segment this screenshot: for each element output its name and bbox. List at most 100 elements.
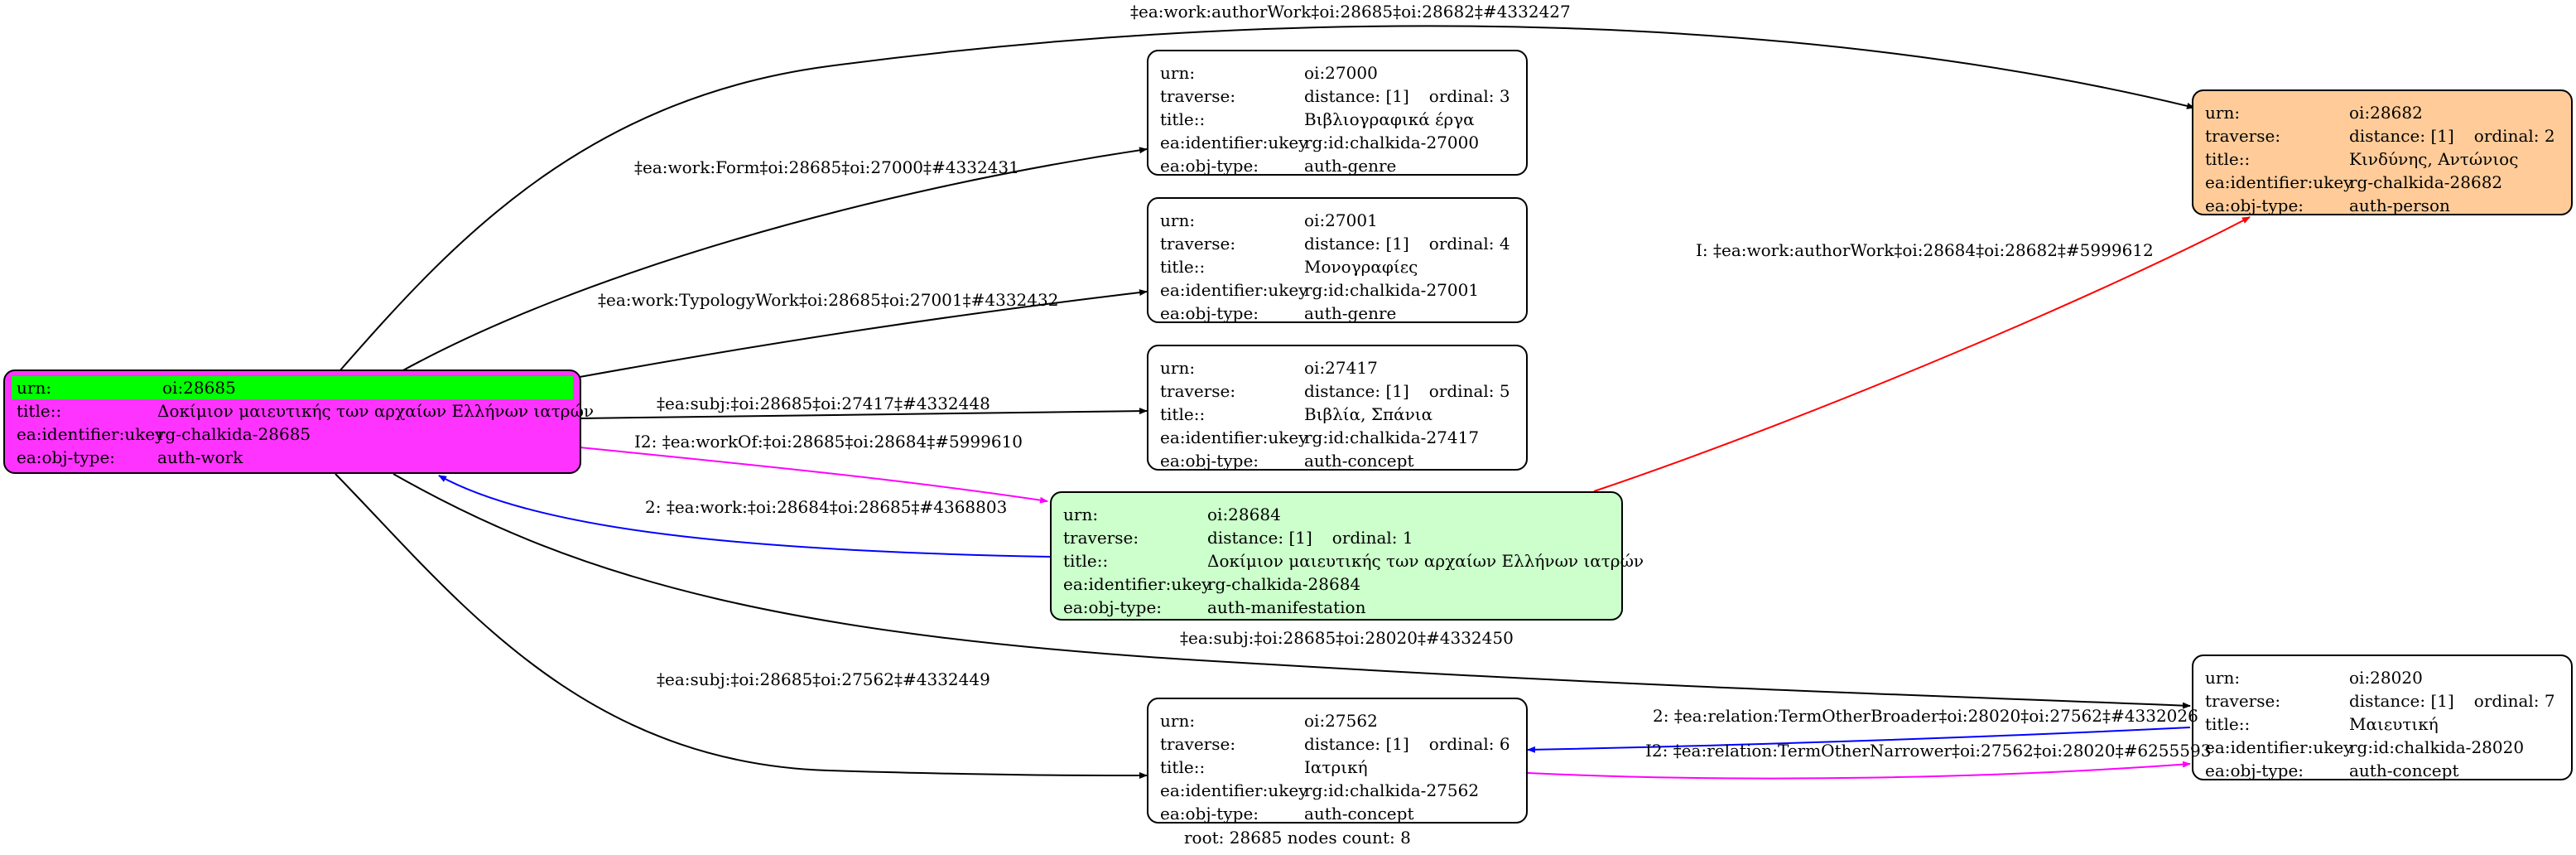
node-row-urn: urn: oi:27001	[1160, 209, 1514, 232]
row-value: distance: [1]	[1304, 734, 1409, 754]
edge-broader	[1527, 727, 2191, 753]
edge-label-subj-27562: ‡ea:subj:‡oi:28685‡oi:27562‡#4332449	[657, 669, 990, 689]
row-value: distance: [1]	[2349, 126, 2454, 146]
row-value: oi:28682	[2349, 103, 2423, 123]
row-key: ea:obj-type:	[2205, 761, 2304, 780]
row-key: traverse:	[1160, 381, 1236, 401]
row-key: ea:obj-type:	[17, 447, 116, 467]
row-key: ea:identifier:ukey	[2205, 172, 2353, 192]
edge-author-work	[339, 25, 2195, 372]
node-row-title: title::Βιβλιογραφικά έργα	[1160, 108, 1514, 131]
row-key: ea:obj-type:	[2205, 196, 2304, 215]
node-row-traverse: traverse:distance: [1]ordinal: 4	[1160, 232, 1514, 255]
row-value: Βιβλία, Σπάνια	[1304, 404, 1433, 424]
node-row-objtype: ea:obj-type:auth-manifestation	[1063, 596, 1610, 619]
row-value: Ιατρική	[1304, 757, 1368, 777]
node-row-title: title::Δοκίμιον μαιευτικής των αρχαίων Ε…	[1063, 549, 1644, 572]
node-27000[interactable]: urn:oi:27000 traverse:distance: [1]ordin…	[1147, 50, 1528, 176]
node-28020[interactable]: urn:oi:28020 traverse:distance: [1]ordin…	[2192, 655, 2573, 780]
row-value: oi:27562	[1304, 711, 1378, 731]
row-value: oi:27000	[1304, 63, 1378, 83]
node-row-urn: urn: oi:27000	[1160, 61, 1514, 85]
node-27417[interactable]: urn:oi:27417 traverse:distance: [1]ordin…	[1147, 345, 1528, 471]
row-key: title::	[17, 401, 62, 421]
node-row-objtype: ea:obj-type: auth-work	[17, 446, 568, 469]
node-row-objtype: ea:obj-type:auth-genre	[1160, 302, 1514, 325]
node-27562[interactable]: urn:oi:27562 traverse:distance: [1]ordin…	[1147, 698, 1528, 824]
row-key: urn:	[1160, 63, 1196, 83]
row-value: auth-genre	[1304, 303, 1397, 323]
row-ordinal: ordinal: 5	[1428, 381, 1510, 401]
row-ordinal: ordinal: 4	[1428, 234, 1510, 254]
row-key: ea:obj-type:	[1160, 451, 1259, 471]
edge-work-of	[579, 447, 1048, 504]
edge-form	[401, 147, 1148, 372]
node-row-title: title:: Δοκίμιον μαιευτικής των αρχαίων …	[17, 399, 594, 423]
node-row-objtype: ea:obj-type:auth-genre	[1160, 154, 1514, 177]
row-value: distance: [1]	[1304, 86, 1409, 106]
row-key: urn:	[2205, 103, 2241, 123]
row-value: distance: [1]	[1304, 381, 1409, 401]
row-value: distance: [1]	[2349, 691, 2454, 711]
node-28682[interactable]: urn:oi:28682 traverse:distance: [1]ordin…	[2192, 89, 2573, 215]
node-28684[interactable]: urn:oi:28684 traverse:distance: [1]ordin…	[1050, 491, 1644, 621]
graph-footer: root: 28685 nodes count: 8	[1184, 828, 1411, 848]
edge-manif-author	[1593, 216, 2251, 492]
row-key: urn:	[1160, 210, 1196, 230]
row-key: title::	[2205, 149, 2251, 169]
node-row-traverse: traverse:distance: [1]ordinal: 6	[1160, 732, 1514, 756]
node-row-urn: urn: oi:28682	[2205, 101, 2559, 124]
row-key: ea:identifier:ukey	[1160, 428, 1308, 447]
node-root-28685[interactable]: urn: oi:28685 title:: Δοκίμιον μαιευτική…	[3, 370, 594, 474]
row-key: ea:obj-type:	[1160, 804, 1259, 824]
edge-label-subj-28020: ‡ea:subj:‡oi:28685‡oi:28020‡#4332450	[1180, 628, 1514, 648]
row-key: ea:identifier:ukey	[1160, 780, 1308, 800]
row-ordinal: ordinal: 3	[1428, 86, 1510, 106]
row-value: oi:27417	[1304, 358, 1378, 378]
node-row-ukey: ea:identifier:ukey rg-chalkida-28685	[17, 423, 568, 446]
node-row-urn: urn: oi:28685	[12, 376, 573, 399]
edge-label-work-of: I2: ‡ea:workOf:‡oi:28685‡oi:28684‡#59996…	[634, 432, 1023, 452]
node-27001[interactable]: urn: oi:27001 traverse:distance: [1]ordin…	[1147, 197, 1528, 323]
row-key: title::	[1063, 551, 1109, 571]
row-key: title::	[1160, 109, 1206, 129]
row-value: auth-genre	[1304, 156, 1397, 176]
row-ordinal: ordinal: 1	[1331, 528, 1413, 548]
edge-label-work-back: 2: ‡ea:work:‡oi:28684‡oi:28685‡#4368803	[645, 497, 1008, 517]
row-ordinal: ordinal: 6	[1428, 734, 1510, 754]
row-key: title::	[1160, 757, 1206, 777]
edge-label-subj-27417: ‡ea:subj:‡oi:28685‡oi:27417‡#4332448	[657, 394, 990, 413]
node-row-traverse: traverse:distance: [1]ordinal: 1	[1063, 526, 1610, 549]
row-value: Κινδύνης, Αντώνιος	[2349, 149, 2519, 169]
row-value: distance: [1]	[1207, 528, 1312, 548]
row-key: traverse:	[2205, 691, 2281, 711]
row-key: traverse:	[1160, 234, 1236, 254]
node-row-title: title::Κινδύνης, Αντώνιος	[2205, 147, 2559, 171]
edge-label-narrower: I2: ‡ea:relation:TermOtherNarrower‡oi:27…	[1645, 741, 2212, 761]
node-row-urn: urn:oi:28684	[1063, 503, 1610, 526]
row-key: ea:identifier:ukey	[17, 424, 165, 444]
row-value: auth-concept	[1304, 451, 1414, 471]
edge-subj-27562	[335, 473, 1148, 779]
node-row-title: title::Μαιευτική	[2205, 712, 2559, 736]
edge-label-form: ‡ea:work:Form‡oi:28685‡oi:27000‡#4332431	[634, 157, 1019, 177]
row-value: auth-concept	[2349, 761, 2459, 780]
node-row-title: title::Ιατρική	[1160, 756, 1514, 779]
row-value: rg:id:chalkida-27001	[1304, 280, 1480, 300]
row-value: rg:id:chalkida-27562	[1304, 780, 1480, 800]
row-value: oi:27001	[1304, 210, 1378, 230]
edge-narrower	[1527, 761, 2191, 780]
node-row-traverse: traverse: distance: [1] ordinal: 5	[1160, 379, 1514, 403]
row-ordinal: ordinal: 2	[2473, 126, 2555, 146]
row-value: Βιβλιογραφικά έργα	[1304, 109, 1475, 129]
row-key: ea:identifier:ukey	[2205, 737, 2353, 757]
edge-label-typology: ‡ea:work:TypologyWork‡oi:28685‡oi:27001‡…	[598, 290, 1059, 310]
